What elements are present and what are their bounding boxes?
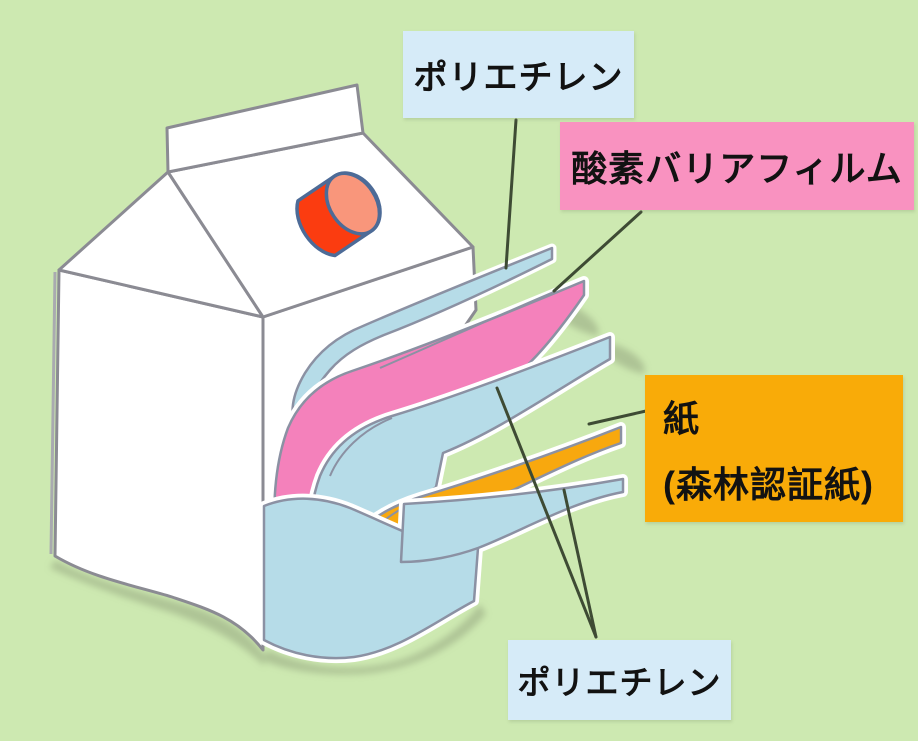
- label-polyethylene-bottom-text: ポリエチレン: [517, 664, 722, 701]
- carton-left-edge-shadow: [49, 271, 57, 555]
- layer-flaps: [259, 243, 628, 664]
- label-polyethylene-bottom: ポリエチレン: [508, 640, 731, 720]
- leader-line-pe-bottom-1: [495, 386, 598, 639]
- label-paper-line2: (森林認証紙): [663, 463, 874, 505]
- carton-front-face: [53, 268, 265, 652]
- label-polyethylene-top-text: ポリエチレン: [413, 59, 624, 97]
- leader-line-pe-bottom-2: [562, 488, 598, 639]
- label-polyethylene-top: ポリエチレン: [403, 31, 634, 118]
- label-paper: 紙 (森林認証紙): [645, 375, 903, 522]
- cap-top: [324, 171, 382, 236]
- leader-line-paper: [587, 409, 648, 426]
- leader-line-barrier: [552, 210, 643, 293]
- leader-lines: [495, 118, 648, 639]
- flap-polyethylene-inner: [259, 474, 628, 664]
- label-oxygen-barrier-film-text: 酸素バリアフィルム: [571, 148, 903, 189]
- leader-line-pe-top: [504, 118, 518, 270]
- cap: [295, 171, 382, 258]
- carton-top-fin: [165, 83, 365, 174]
- flap-fold-line: [329, 417, 393, 477]
- label-paper-line1: 紙: [663, 397, 701, 439]
- flap-fold-line: [379, 290, 557, 369]
- label-oxygen-barrier-film: 酸素バリアフィルム: [560, 122, 914, 210]
